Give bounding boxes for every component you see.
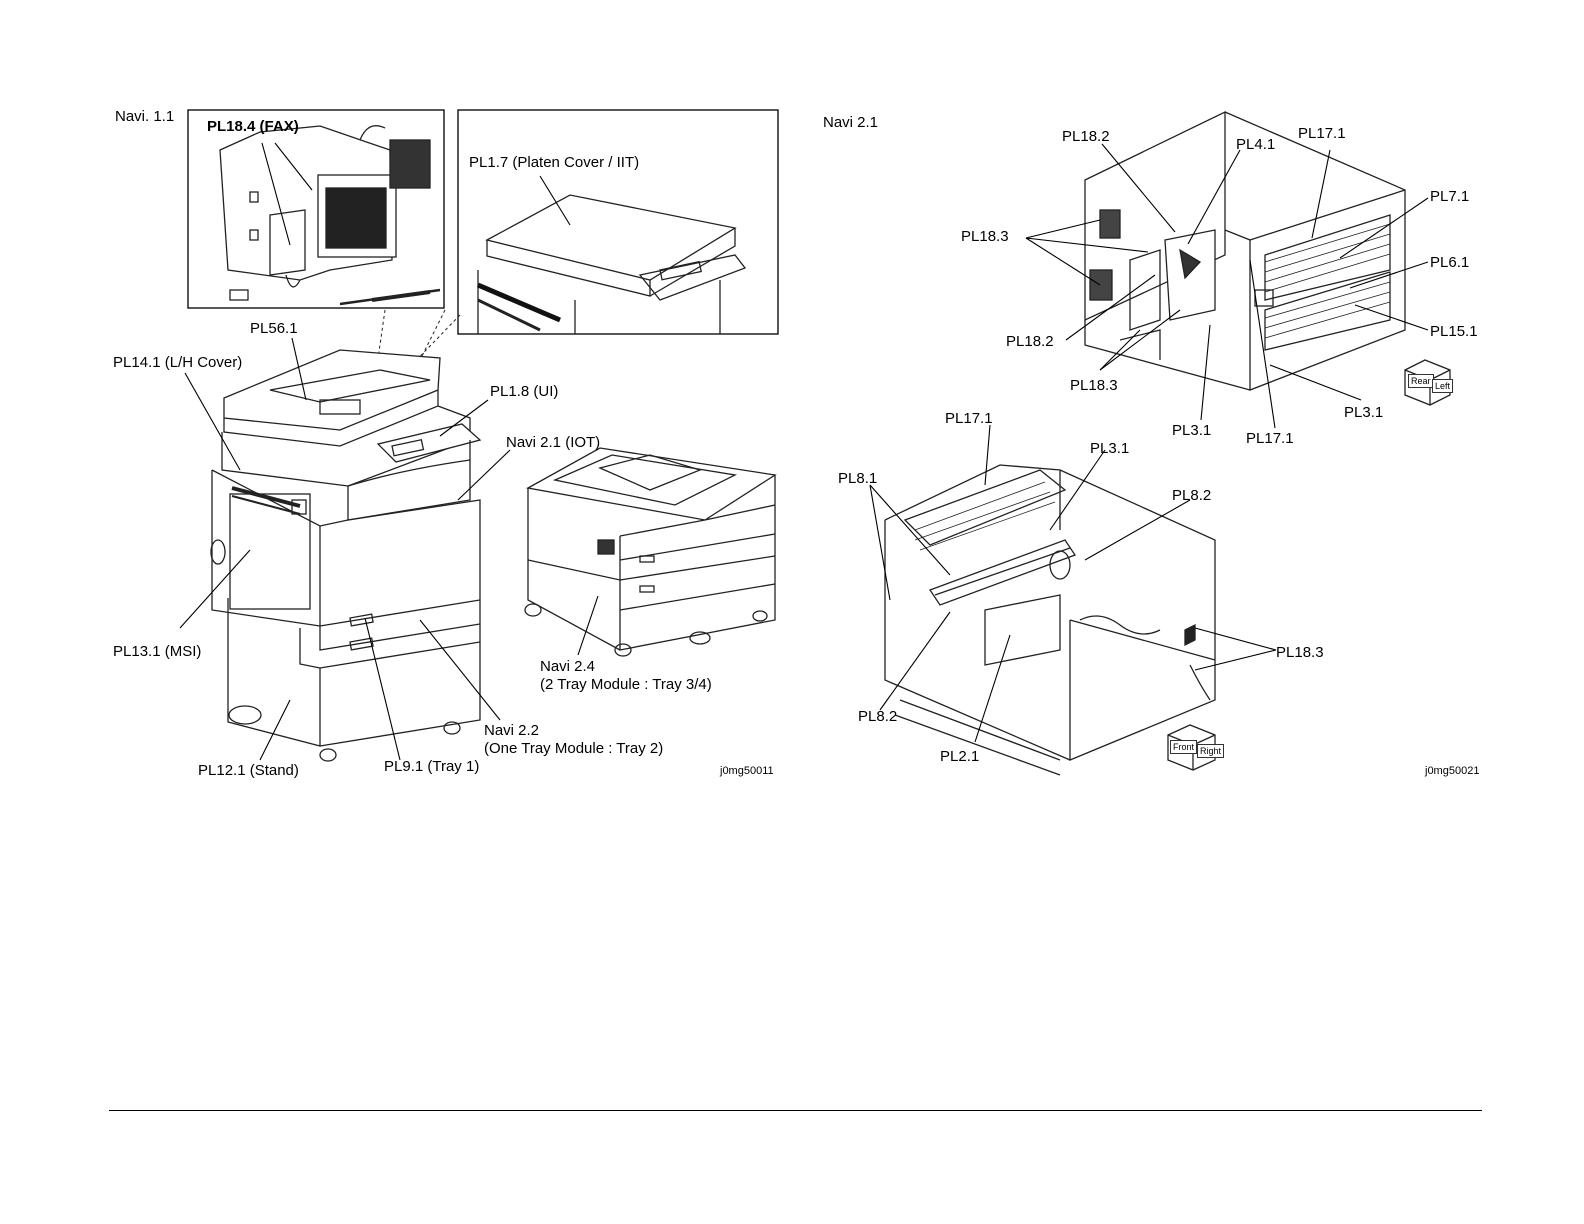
callout-pl18-2-mid: PL18.2 [1006, 333, 1054, 350]
callout-pl17-1-top: PL17.1 [1298, 125, 1346, 142]
callout-pl56-1: PL56.1 [250, 320, 298, 337]
callout-pl6-1: PL6.1 [1430, 254, 1470, 271]
callout-pl8-2-a: PL8.2 [1172, 487, 1212, 504]
callout-pl3-1-b: PL3.1 [1344, 404, 1384, 421]
iot-frame-bottom [884, 464, 1216, 776]
two-tray-module [524, 447, 777, 657]
callout-pl1-7-platen: PL1.7 (Platen Cover / IIT) [469, 154, 640, 171]
callout-navi-2-2-desc: (One Tray Module : Tray 2) [484, 740, 664, 757]
callout-navi-2-4: Navi 2.4 [540, 658, 596, 675]
platen-inset [457, 109, 779, 335]
callout-pl15-1: PL15.1 [1430, 323, 1478, 340]
callout-pl2-1: PL2.1 [940, 748, 980, 765]
callout-pl1-8-ui: PL1.8 (UI) [490, 383, 559, 400]
callout-pl3-1-low: PL3.1 [1090, 440, 1130, 457]
callout-pl13-1-msi: PL13.1 (MSI) [113, 643, 202, 660]
callout-pl18-4-fax: PL18.4 (FAX) [207, 118, 299, 135]
callout-navi-2-2: Navi 2.2 [484, 722, 540, 739]
callout-pl8-1: PL8.1 [838, 470, 878, 487]
callout-pl3-1-a: PL3.1 [1172, 422, 1212, 439]
callout-pl17-1-mid: PL17.1 [1246, 430, 1294, 447]
callout-leaders [179, 142, 1429, 761]
callout-pl12-1-stand: PL12.1 (Stand) [198, 762, 299, 779]
figure-id-right: j0mg50021 [1425, 765, 1480, 777]
footer-rule [109, 1110, 1482, 1111]
main-machine [210, 349, 482, 762]
view-tag-right: Right [1197, 744, 1225, 758]
callout-pl18-2-top: PL18.2 [1062, 128, 1110, 145]
callout-pl18-3-low: PL18.3 [1276, 644, 1324, 661]
callout-pl8-2-b: PL8.2 [858, 708, 898, 725]
callout-navi-2-1-iot: Navi 2.1 (IOT) [506, 434, 601, 451]
navi-2-1-label: Navi 2.1 [823, 114, 879, 131]
callout-pl18-3-top: PL18.3 [961, 228, 1009, 245]
view-tag-left: Left [1432, 379, 1454, 393]
callout-pl9-1-tray1: PL9.1 (Tray 1) [384, 758, 480, 775]
fax-inset [187, 109, 445, 309]
figure-id-left: j0mg50011 [720, 765, 774, 777]
iot-frame-top [1084, 110, 1406, 391]
callout-navi-2-4-desc: (2 Tray Module : Tray 3/4) [540, 676, 712, 693]
view-tag-rear: Rear [1408, 374, 1434, 388]
navi-1-1-label: Navi. 1.1 [115, 108, 175, 125]
view-tag-front: Front [1170, 740, 1198, 754]
callout-pl7-1: PL7.1 [1430, 188, 1470, 205]
callout-pl18-3-mid: PL18.3 [1070, 377, 1118, 394]
callout-pl4-1: PL4.1 [1236, 136, 1276, 153]
callout-pl14-1-lh-cover: PL14.1 (L/H Cover) [113, 354, 243, 371]
callout-pl17-1-low: PL17.1 [945, 410, 993, 427]
